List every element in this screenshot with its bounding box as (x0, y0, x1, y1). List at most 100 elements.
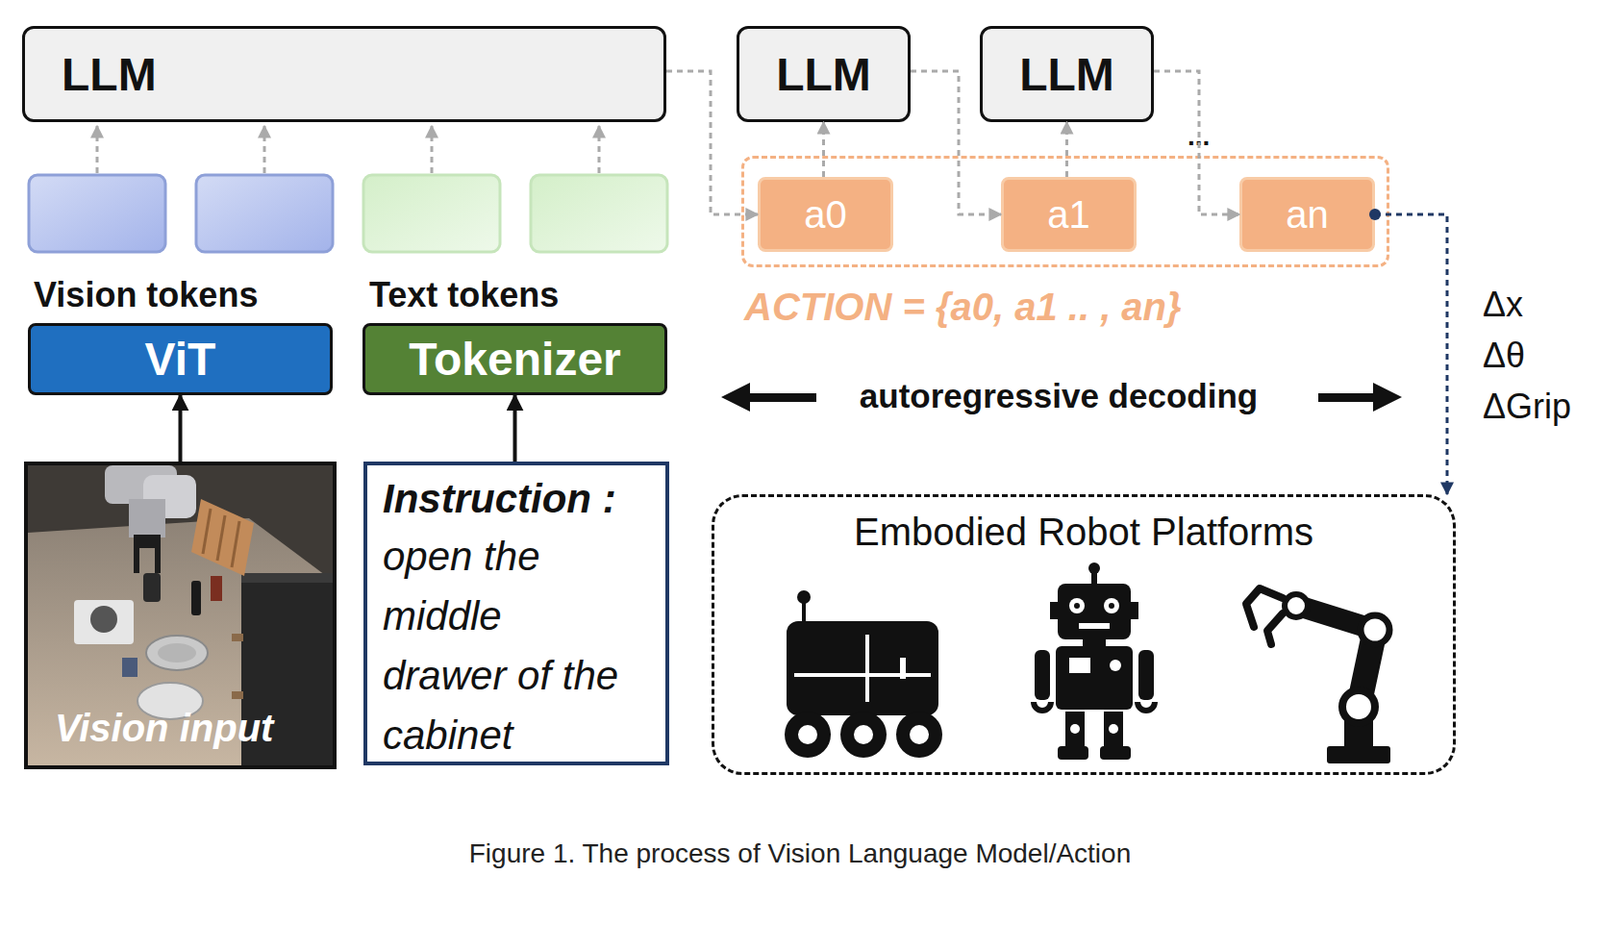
humanoid-robot-icon (1070, 724, 1080, 734)
action-token: a0 (757, 176, 894, 252)
token-arrows (96, 125, 100, 174)
node-text: Vision input (54, 706, 274, 750)
llm-box: LLM (979, 25, 1154, 123)
flow-connector (1065, 122, 1069, 177)
scene-illustration (74, 600, 134, 645)
node-text: an (1285, 193, 1329, 237)
mobile-robot-icon (896, 711, 943, 758)
humanoid-robot-icon (1030, 562, 1158, 760)
mobile-robot-icon (853, 725, 874, 745)
text-token-boxes (363, 175, 668, 252)
humanoid-robot-icon (1078, 623, 1110, 629)
token-label: Text tokens (369, 275, 559, 316)
mobile-robot-icon (798, 725, 818, 745)
robot-platforms-box: Embodied Robot Platforms (711, 494, 1456, 775)
node-text: LLM (775, 48, 872, 101)
robot-arm-icon (1246, 588, 1391, 764)
humanoid-robot-icon (1065, 711, 1085, 747)
token-label: Vision tokens (33, 275, 258, 316)
scene-illustration (231, 521, 240, 568)
humanoid-robot-icon (1100, 746, 1131, 760)
mobile-robot-icon (909, 725, 929, 745)
humanoid-robot-icon (1034, 650, 1050, 700)
scene-illustration (122, 657, 138, 677)
robot-arm-icon (1284, 594, 1308, 618)
node-body-text: open the middle drawer of the cabinet (382, 526, 624, 766)
robot-arm-icon (1342, 690, 1375, 724)
figure-caption: Figure 1. The process of Vision Language… (0, 838, 1600, 870)
decoding-label: autoregressive decoding (818, 376, 1300, 416)
scene-illustration (202, 508, 211, 554)
vit-encoder: ViT (27, 323, 333, 396)
delta-label: ΔGrip (1482, 386, 1572, 427)
scene-illustration (231, 633, 244, 642)
humanoid-robot-icon (1108, 602, 1115, 609)
humanoid-robot-icon (1082, 639, 1106, 648)
text-token-boxes (530, 175, 668, 252)
node-text: ACTION = {a0, a1 .. , an} (744, 283, 1182, 330)
scene-illustration (143, 573, 161, 602)
action-token: a1 (1000, 176, 1137, 252)
llm-box: LLM (736, 25, 911, 123)
token-arrows (97, 125, 600, 174)
scene-illustration (154, 548, 161, 574)
scene-illustration (191, 499, 254, 576)
flow-connector (513, 395, 518, 462)
scene-illustration (90, 605, 118, 633)
humanoid-robot-icon (1134, 701, 1158, 714)
flow-connector (822, 122, 825, 177)
humanoid-robot-icon (1069, 657, 1091, 674)
text-token-boxes (363, 175, 500, 252)
decoding-arrows (721, 382, 750, 412)
humanoid-robot-icon (1109, 659, 1122, 672)
flow-connector (178, 395, 183, 462)
tokenizer-box: Tokenizer (362, 323, 668, 396)
humanoid-robot-icon (1050, 601, 1058, 620)
humanoid-robot-icon (1108, 724, 1119, 734)
flow-connector (1153, 71, 1240, 215)
humanoid-robot-icon (1057, 746, 1089, 760)
humanoid-robot-icon (1055, 646, 1133, 710)
scene-illustration (27, 518, 333, 766)
node-text: ViT (145, 332, 217, 386)
vision-token-boxes (196, 175, 333, 252)
humanoid-robot-icon (1138, 650, 1154, 700)
mobile-robot-icon (865, 634, 870, 702)
humanoid-robot-icon (1103, 598, 1120, 614)
instruction-box: Instruction :open the middle drawer of t… (363, 461, 670, 766)
scene-illustration (231, 691, 244, 700)
node-text: a0 (803, 193, 848, 237)
node-text: Instruction : (382, 471, 666, 527)
mobile-robot-icon (794, 673, 931, 677)
ellipsis-mark: ... (1187, 121, 1210, 152)
node-text: a1 (1047, 193, 1091, 237)
scene-illustration (128, 499, 166, 538)
node-text: Embodied Robot Platforms (714, 508, 1453, 555)
robot-arm-icon (1326, 746, 1391, 764)
humanoid-robot-icon (1091, 572, 1098, 586)
token-arrows (263, 125, 267, 174)
decoding-arrows (1373, 382, 1402, 412)
scene-illustration (146, 635, 208, 671)
mobile-robot-icon (801, 600, 806, 624)
humanoid-robot-icon (1057, 583, 1131, 640)
mobile-robot-icon (784, 711, 831, 758)
action-group: ACTION = {a0, a1 .. , an}a0a1an (741, 155, 1390, 268)
scene-illustration (217, 515, 225, 561)
robot-arm-icon (1360, 615, 1390, 645)
flow-connector (1375, 214, 1448, 495)
node-text: LLM (1019, 48, 1115, 101)
vision-input-image: Vision input (24, 461, 337, 770)
scene-illustration (133, 534, 161, 549)
robot-arm-icon (1267, 613, 1283, 645)
node-text: LLM (61, 48, 157, 101)
scene-illustration (191, 580, 201, 616)
scene-illustration (133, 548, 140, 574)
mobile-robot-icon (797, 590, 811, 604)
llm-box: LLM (22, 25, 667, 123)
scene-illustration (27, 465, 333, 766)
scene-illustration (241, 573, 333, 583)
humanoid-robot-icon (1069, 598, 1085, 614)
vision-token-boxes (28, 175, 166, 252)
